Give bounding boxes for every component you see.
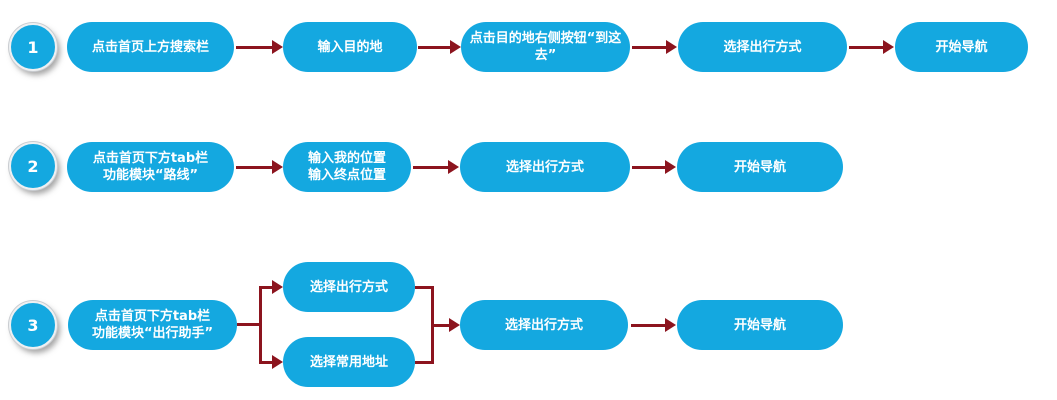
row2-arrow3 xyxy=(632,160,676,174)
arrow-shaft xyxy=(434,323,449,327)
arrowhead-right-icon xyxy=(272,355,283,369)
row3-step5-label: 开始导航 xyxy=(733,317,786,333)
arrow-shaft xyxy=(413,165,448,169)
row2-step1-pill: 点击首页下方tab栏 功能模块“路线” xyxy=(67,142,234,192)
row2-number: 2 xyxy=(27,156,39,176)
row3-number: 3 xyxy=(27,315,39,335)
arrow-shaft xyxy=(849,45,883,49)
row1-step4-pill: 选择出行方式 xyxy=(678,22,847,72)
row1-step5-label: 开始导航 xyxy=(935,39,988,55)
arrow-shaft xyxy=(262,360,272,364)
row2-step2-pill: 输入我的位置 输入终点位置 xyxy=(283,142,411,192)
row3-step1-label: 点击首页下方tab栏 功能模块“出行助手” xyxy=(91,309,214,341)
row3-branch-bottom-pill: 选择常用地址 xyxy=(283,337,415,387)
row1-arrow2 xyxy=(418,40,461,54)
row1-step5-pill: 开始导航 xyxy=(895,22,1028,72)
row3-arrow-final xyxy=(631,318,676,332)
row3-step5-pill: 开始导航 xyxy=(677,300,843,350)
row2-step4-label: 开始导航 xyxy=(733,159,786,175)
arrowhead-right-icon xyxy=(449,318,460,332)
row2-step1-label: 点击首页下方tab栏 功能模块“路线” xyxy=(92,151,209,183)
arrow-shaft xyxy=(262,285,272,289)
row1-step2-pill: 输入目的地 xyxy=(283,22,417,72)
row2-step3-pill: 选择出行方式 xyxy=(460,142,630,192)
row2-arrow2 xyxy=(413,160,459,174)
arrowhead-right-icon xyxy=(272,280,283,294)
row3-merge-bottom-line xyxy=(415,361,434,364)
row1-number-badge: 1 xyxy=(9,23,57,71)
row2-number-badge: 2 xyxy=(9,142,57,190)
row1-arrow4 xyxy=(849,40,894,54)
row2-step4-pill: 开始导航 xyxy=(677,142,843,192)
arrow-shaft xyxy=(631,323,665,327)
row1-step1-label: 点击首页上方搜索栏 xyxy=(91,39,209,55)
arrow-shaft xyxy=(418,45,450,49)
arrow-shaft xyxy=(236,45,272,49)
row1-number: 1 xyxy=(27,37,39,57)
row1-step2-label: 输入目的地 xyxy=(317,39,383,55)
row2-step2-label: 输入我的位置 输入终点位置 xyxy=(307,151,386,183)
row3-number-badge: 3 xyxy=(9,301,57,349)
row3-step1-pill: 点击首页下方tab栏 功能模块“出行助手” xyxy=(68,300,237,350)
row3-split-arrow-bottom xyxy=(262,355,283,369)
arrowhead-right-icon xyxy=(883,40,894,54)
row2-arrow1 xyxy=(236,160,283,174)
arrowhead-right-icon xyxy=(448,160,459,174)
arrowhead-right-icon xyxy=(272,40,283,54)
row1-arrow3 xyxy=(632,40,677,54)
row2-step3-label: 选择出行方式 xyxy=(505,159,584,175)
arrow-shaft xyxy=(632,45,666,49)
row1-step3-pill: 点击目的地右侧按钮“到这去” xyxy=(461,22,630,72)
row3-step4-pill: 选择出行方式 xyxy=(460,300,628,350)
arrowhead-right-icon xyxy=(450,40,461,54)
row1-step4-label: 选择出行方式 xyxy=(723,39,802,55)
arrowhead-right-icon xyxy=(665,160,676,174)
row3-branch-bottom-label: 选择常用地址 xyxy=(309,354,388,370)
row3-merge-vertical-line xyxy=(431,286,434,364)
row3-merge-arrow xyxy=(434,318,460,332)
arrowhead-right-icon xyxy=(666,40,677,54)
row3-merge-top-line xyxy=(415,286,434,289)
arrow-shaft xyxy=(632,165,665,169)
arrowhead-right-icon xyxy=(272,160,283,174)
row3-branch-top-pill: 选择出行方式 xyxy=(283,262,415,312)
arrowhead-right-icon xyxy=(665,318,676,332)
row1-step3-label: 点击目的地右侧按钮“到这去” xyxy=(469,31,622,63)
arrow-shaft xyxy=(236,165,272,169)
row3-split-arrow-top xyxy=(262,280,283,294)
row3-split-vertical-line xyxy=(259,286,262,364)
row3-step4-label: 选择出行方式 xyxy=(504,317,583,333)
row3-split-stem-line xyxy=(237,323,262,326)
row1-arrow1 xyxy=(236,40,283,54)
row1-step1-pill: 点击首页上方搜索栏 xyxy=(67,22,234,72)
row3-branch-top-label: 选择出行方式 xyxy=(309,279,388,295)
